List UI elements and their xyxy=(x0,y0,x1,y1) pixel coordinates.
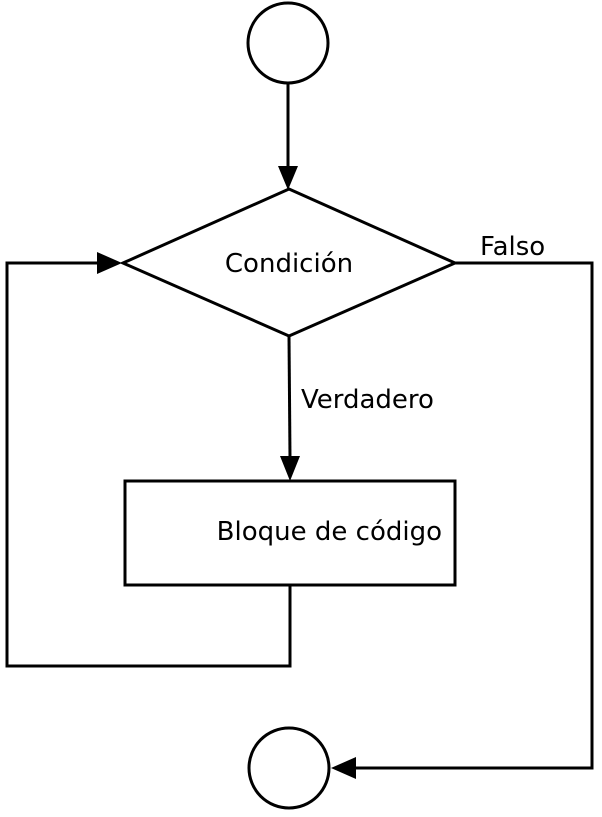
start-node xyxy=(246,1,330,85)
condition-label: Condición xyxy=(225,249,353,279)
start-to-condition-arrow xyxy=(278,83,298,190)
true-branch-arrow xyxy=(280,335,300,481)
true-branch-label: Verdadero xyxy=(301,385,434,415)
false-branch-arrow xyxy=(331,261,594,779)
false-branch-label: Falso xyxy=(480,232,545,262)
loop-back-arrow xyxy=(5,252,292,668)
condition-node: Condición xyxy=(119,187,459,338)
end-node xyxy=(247,726,331,810)
code-block-label: Bloque de código xyxy=(217,517,442,547)
code-block-node: Bloque de código xyxy=(123,479,457,587)
